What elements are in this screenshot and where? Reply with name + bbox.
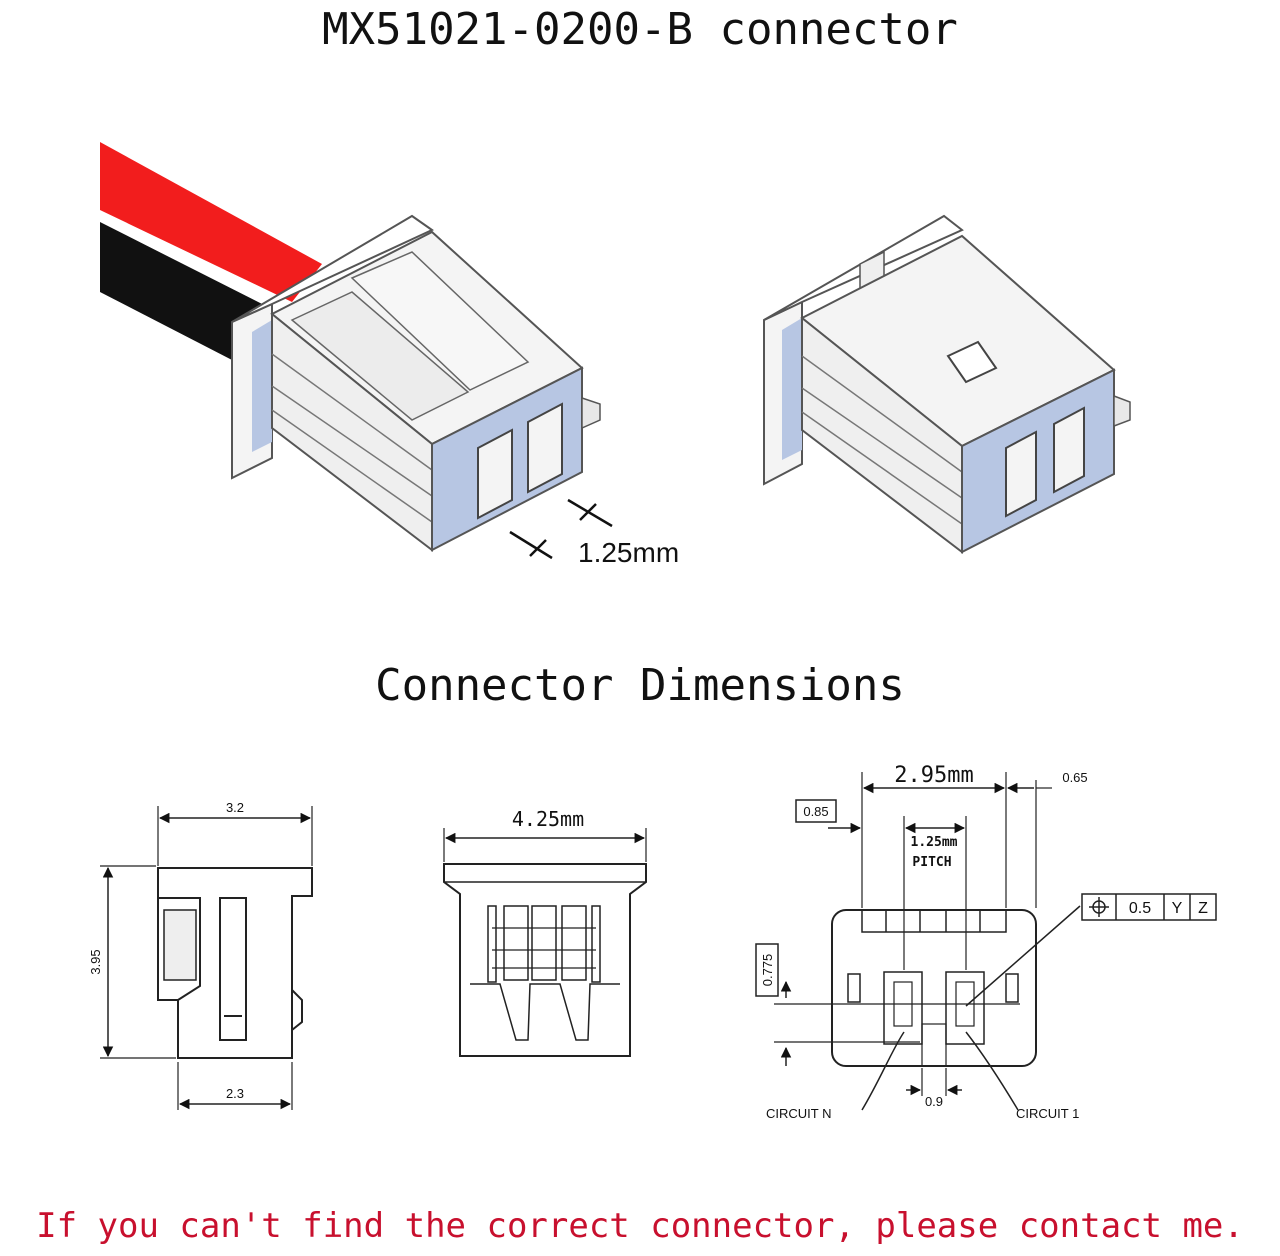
left-offset-box: 0.85 [795,799,837,823]
bottom-view-drawing [774,772,1081,1111]
contact-note: If you can't find the correct connector,… [36,1206,1244,1246]
row-offset-box: 0.775 [755,943,779,997]
flange-face [252,320,272,452]
connector-rear-view [763,214,1131,555]
black-wire [100,222,270,360]
row-offset-label: 0.775 [760,954,775,987]
side-top-width-label: 3.2 [226,800,244,815]
pitch-word-label: PITCH [912,855,951,870]
bottom-left-offset-label: 0.85 [803,804,828,819]
pitch-dimension-label: 1.25mm [578,537,679,568]
bottom-right-offset-label: 0.65 [1062,770,1087,785]
front-width-label: 4.25mm [512,807,584,831]
page-title: MX51021-0200-B connector [322,4,958,55]
circuit-n-label: CIRCUIT N [766,1106,831,1121]
bottom-width-label: 2.95mm [894,763,973,788]
tolerance-value: 0.5 [1129,900,1151,917]
side-bottom-width-label: 2.3 [226,1086,244,1101]
side-height-label: 3.95 [88,949,103,974]
latch-window [946,340,998,384]
circuit-1-label: CIRCUIT 1 [1016,1106,1079,1121]
section-title: Connector Dimensions [375,660,905,711]
contact-cavity-right [527,402,563,494]
pitch-value-label: 1.25mm [911,835,958,850]
connector-with-wires: 1.25mm [100,142,679,568]
gap-label: 0.9 [925,1094,943,1109]
position-symbol-icon [1089,897,1109,917]
position-tolerance-frame: 0.5 Y Z [1081,893,1217,921]
front-view-drawing [443,828,647,1057]
side-view-drawing [100,806,313,1110]
red-wire [100,142,322,302]
datum-y: Y [1172,900,1183,917]
datum-z: Z [1198,900,1208,917]
contact-cavity-left [477,428,513,520]
